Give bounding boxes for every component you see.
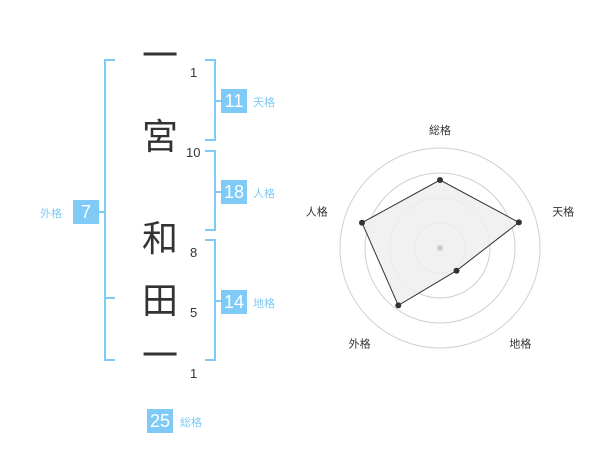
name-char-5: 一 xyxy=(141,336,178,377)
radar-axis-label-3: 地格 xyxy=(509,337,531,351)
stroke-count-2: 10 xyxy=(186,145,201,160)
jinkaku-label: 人格 xyxy=(253,187,275,200)
name-char-2: 宮 xyxy=(141,117,178,158)
radar-polygon xyxy=(361,179,520,307)
chikaku-badge: 14 xyxy=(221,290,247,314)
radar-axis-label-5: 人格 xyxy=(306,205,328,219)
stroke-count-4: 5 xyxy=(190,305,198,320)
chikaku-label: 地格 xyxy=(253,297,275,310)
tenkaku-label: 天格 xyxy=(253,96,275,109)
name-char-3: 和 xyxy=(141,219,178,260)
tenkaku-badge: 11 xyxy=(221,89,247,113)
soukaku-label: 総格 xyxy=(180,416,202,429)
radar-point-2 xyxy=(515,219,522,226)
radar-ring xyxy=(339,147,541,349)
stroke-count-5: 1 xyxy=(190,366,198,381)
radar-ring xyxy=(364,172,516,324)
radar-center xyxy=(437,245,443,251)
radar-point-1 xyxy=(437,177,443,183)
name-char-1: 一 xyxy=(141,36,178,77)
radar-axis-label-2: 天格 xyxy=(552,205,574,219)
stroke-count-1: 1 xyxy=(190,65,198,80)
radar-axis-label-4: 外格 xyxy=(349,337,371,351)
soukaku-badge: 25 xyxy=(147,409,173,433)
radar-point-3 xyxy=(453,267,460,274)
radar-point-4 xyxy=(395,302,402,309)
gaikaku-badge: 7 xyxy=(73,200,99,224)
stroke-count-3: 8 xyxy=(190,245,198,260)
radar-point-5 xyxy=(359,219,365,226)
gaikaku-label: 外格 xyxy=(40,207,62,220)
radar-axis-label-1: 総格 xyxy=(429,123,451,137)
jinkaku-badge: 18 xyxy=(221,180,247,204)
name-char-4: 田 xyxy=(141,281,178,322)
